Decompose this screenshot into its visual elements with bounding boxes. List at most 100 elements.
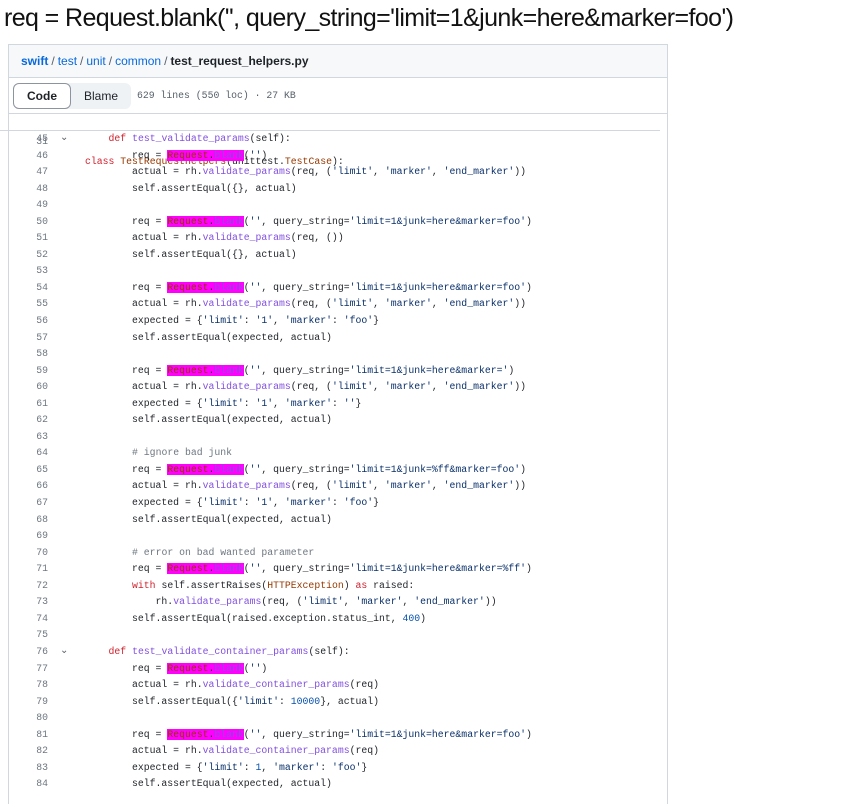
line-number[interactable]: 74: [36, 612, 48, 624]
code-line[interactable]: 61 expected = {'limit': '1', 'marker': '…: [0, 396, 660, 413]
breadcrumb-link-test[interactable]: test: [57, 54, 78, 68]
line-number[interactable]: 62: [36, 414, 48, 426]
line-number[interactable]: 83: [36, 761, 48, 773]
line-number[interactable]: 64: [36, 447, 48, 459]
line-number[interactable]: 77: [36, 662, 48, 674]
line-number[interactable]: 31: [36, 136, 48, 147]
line-number[interactable]: 46: [36, 149, 48, 161]
code-line[interactable]: 67 expected = {'limit': '1', 'marker': '…: [0, 495, 660, 512]
code-line[interactable]: 58: [0, 346, 660, 363]
code-line[interactable]: 69: [0, 528, 660, 545]
code-line[interactable]: 70 # error on bad wanted parameter: [0, 545, 660, 562]
code-line[interactable]: 60 actual = rh.validate_params(req, ('li…: [0, 379, 660, 396]
line-number[interactable]: 82: [36, 745, 48, 757]
line-number[interactable]: 73: [36, 596, 48, 608]
code-line[interactable]: 51 actual = rh.validate_params(req, ()): [0, 230, 660, 247]
code-line[interactable]: 74 self.assertEqual(raised.exception.sta…: [0, 611, 660, 628]
line-number[interactable]: 51: [36, 232, 48, 244]
line-number[interactable]: 59: [36, 364, 48, 376]
line-number[interactable]: 49: [36, 199, 48, 211]
line-number[interactable]: 63: [36, 430, 48, 442]
breadcrumb-separator: /: [51, 54, 55, 68]
line-number[interactable]: 67: [36, 497, 48, 509]
code-line[interactable]: 84 self.assertEqual(expected, actual): [0, 776, 660, 793]
line-number[interactable]: 79: [36, 695, 48, 707]
code-line[interactable]: 54 req = Request.blank('', query_string=…: [0, 280, 660, 297]
line-number[interactable]: 47: [36, 166, 48, 178]
line-number[interactable]: 69: [36, 530, 48, 542]
code-line[interactable]: 49: [0, 197, 660, 214]
code-line[interactable]: 79 self.assertEqual({'limit': 10000}, ac…: [0, 694, 660, 711]
line-number[interactable]: 68: [36, 513, 48, 525]
line-number[interactable]: 55: [36, 298, 48, 310]
code-line[interactable]: 72 with self.assertRaises(HTTPException)…: [0, 578, 660, 595]
line-code: req = Request.blank('', query_string='li…: [85, 728, 532, 740]
breadcrumb-link-common[interactable]: common: [115, 54, 162, 68]
line-number[interactable]: 57: [36, 331, 48, 343]
code-line[interactable]: 52 self.assertEqual({}, actual): [0, 247, 660, 264]
tab-code[interactable]: Code: [13, 82, 71, 109]
code-line[interactable]: 81 req = Request.blank('', query_string=…: [0, 727, 660, 744]
line-code: expected = {'limit': '1', 'marker': ''}: [85, 397, 362, 409]
line-number[interactable]: 81: [36, 728, 48, 740]
code-line[interactable]: 48 self.assertEqual({}, actual): [0, 181, 660, 198]
line-number[interactable]: 72: [36, 579, 48, 591]
line-code: # ignore bad junk: [132, 447, 232, 459]
line-number[interactable]: 76: [36, 645, 48, 657]
code-line[interactable]: 56 expected = {'limit': '1', 'marker': '…: [0, 313, 660, 330]
fold-chevron-icon[interactable]: ⌄: [60, 133, 69, 144]
line-number[interactable]: 50: [36, 215, 48, 227]
tab-blame[interactable]: Blame: [71, 83, 131, 109]
code-line[interactable]: 47 actual = rh.validate_params(req, ('li…: [0, 164, 660, 181]
line-number[interactable]: 52: [36, 248, 48, 260]
code-line[interactable]: 68 self.assertEqual(expected, actual): [0, 512, 660, 529]
code-line[interactable]: 62 self.assertEqual(expected, actual): [0, 412, 660, 429]
code-line[interactable]: 65 req = Request.blank('', query_string=…: [0, 462, 660, 479]
code-line[interactable]: 66 actual = rh.validate_params(req, ('li…: [0, 478, 660, 495]
search-match-highlight: Request.blank: [167, 728, 244, 740]
code-line[interactable]: 63: [0, 429, 660, 446]
line-number[interactable]: 78: [36, 679, 48, 691]
line-number[interactable]: 58: [36, 348, 48, 360]
line-number[interactable]: 48: [36, 182, 48, 194]
code-line[interactable]: 77 req = Request.blank(''): [0, 661, 660, 678]
line-number[interactable]: 84: [36, 778, 48, 790]
code-line[interactable]: 46 req = Request.blank(''): [0, 148, 660, 165]
line-number[interactable]: 66: [36, 480, 48, 492]
fold-chevron-icon[interactable]: ⌄: [60, 645, 69, 657]
code-line[interactable]: 82 actual = rh.validate_container_params…: [0, 743, 660, 760]
code-line[interactable]: 73 rh.validate_params(req, ('limit', 'ma…: [0, 594, 660, 611]
sticky-scope-line[interactable]: 31 class TestRequestHelpers(unittest.Tes…: [0, 112, 660, 167]
line-number[interactable]: 54: [36, 281, 48, 293]
breadcrumb-link-unit[interactable]: unit: [86, 54, 106, 68]
code-line[interactable]: 57 self.assertEqual(expected, actual): [0, 330, 660, 347]
line-code: req = Request.blank('', query_string='li…: [85, 364, 515, 376]
line-number[interactable]: 75: [36, 629, 48, 641]
code-line[interactable]: 55 actual = rh.validate_params(req, ('li…: [0, 296, 660, 313]
code-line[interactable]: 59 req = Request.blank('', query_string=…: [0, 363, 660, 380]
code-line[interactable]: 64 # ignore bad junk: [0, 445, 660, 462]
code-line[interactable]: 75: [0, 627, 660, 644]
line-number[interactable]: 61: [36, 397, 48, 409]
code-line[interactable]: 71 req = Request.blank('', query_string=…: [0, 561, 660, 578]
code-line[interactable]: 80: [0, 710, 660, 727]
code-line[interactable]: 83 expected = {'limit': 1, 'marker': 'fo…: [0, 760, 660, 777]
line-number[interactable]: 71: [36, 563, 48, 575]
line-code: req = Request.blank(''): [85, 149, 268, 161]
code-line[interactable]: 76⌄ def test_validate_container_params(s…: [0, 644, 660, 661]
breadcrumb-repo-link[interactable]: swift: [21, 54, 49, 68]
code-line[interactable]: 78 actual = rh.validate_container_params…: [0, 677, 660, 694]
code-line[interactable]: 50 req = Request.blank('', query_string=…: [0, 214, 660, 231]
line-number[interactable]: 80: [36, 712, 48, 724]
line-number[interactable]: 60: [36, 381, 48, 393]
code-line[interactable]: 53: [0, 263, 660, 280]
line-number[interactable]: 70: [36, 546, 48, 558]
line-code: actual = rh.validate_params(req, ('limit…: [85, 480, 526, 492]
line-number[interactable]: 53: [36, 265, 48, 277]
search-query-title: req = Request.blank('', query_string='li…: [4, 4, 734, 32]
line-number[interactable]: 56: [36, 315, 48, 327]
line-code: class TestRequestHelpers(unittest.TestCa…: [85, 156, 344, 167]
line-number[interactable]: 65: [36, 463, 48, 475]
code-line[interactable]: 45⌄ def test_validate_params(self):: [0, 131, 660, 148]
line-number[interactable]: 45: [36, 133, 48, 144]
